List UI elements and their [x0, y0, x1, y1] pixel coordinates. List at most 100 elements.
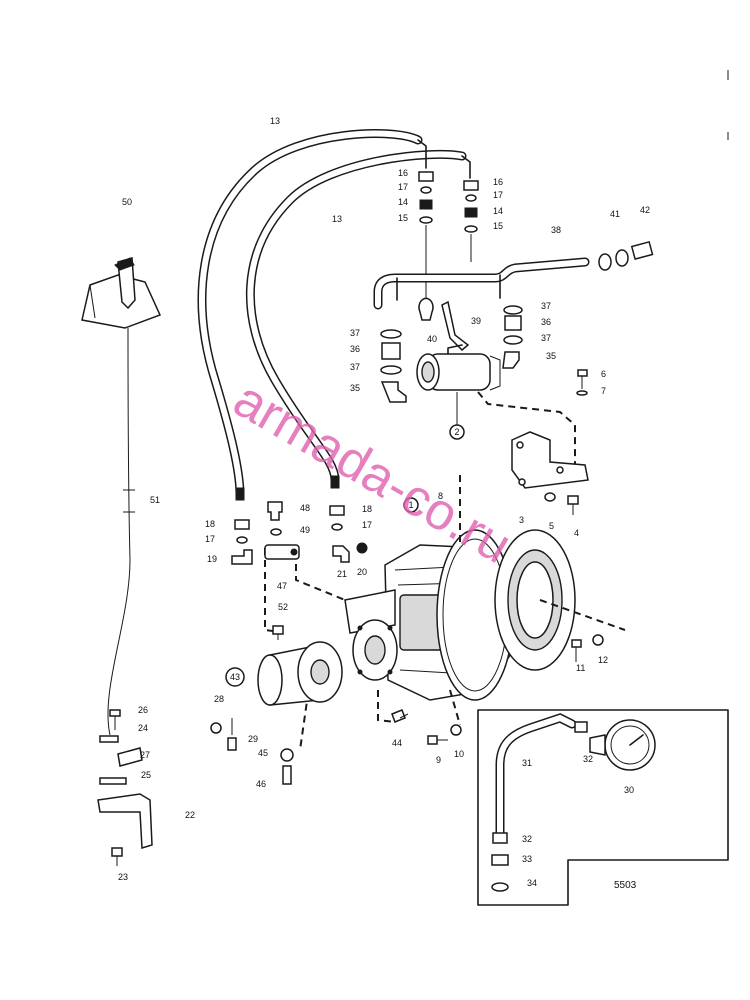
callout-c39: 39: [471, 316, 481, 326]
callout-c12: 12: [598, 655, 608, 665]
circled-ref-ring-r1: [403, 497, 419, 513]
fitting-stack-left: [418, 171, 434, 300]
callout-c20a: 20: [357, 567, 367, 577]
callout-c38: 38: [551, 225, 561, 235]
callout-c19: 19: [207, 554, 217, 564]
valve-47: [264, 501, 300, 560]
hose-fitting-left: [235, 487, 245, 501]
callout-c27: 27: [140, 750, 150, 760]
callout-c7: 7: [601, 386, 606, 396]
circled-references: 1 2 43: [225, 424, 465, 687]
flywheel-housing-8: [436, 529, 514, 701]
callout-c37b: 37: [541, 333, 551, 343]
screws-44-9-10: [391, 709, 462, 745]
callout-c30: 30: [624, 785, 634, 795]
callout-c25: 25: [141, 770, 151, 780]
callout-c46: 46: [256, 779, 266, 789]
pipe-38: [373, 257, 590, 310]
circled-ref-r2: 2: [454, 427, 459, 437]
callout-c32b: 32: [522, 834, 532, 844]
clip-40: [418, 297, 434, 321]
callout-c3: 3: [519, 515, 524, 525]
callout-c11: 11: [576, 663, 585, 673]
linkage-group: [97, 709, 153, 866]
callout-c16a: 16: [398, 168, 408, 178]
callout-c21: 21: [337, 569, 347, 579]
coupling-ring: [494, 529, 576, 671]
callout-c18a: 18: [205, 519, 215, 529]
callout-c32a: 32: [583, 754, 593, 764]
callout-c36a: 36: [541, 317, 551, 327]
hose-13-outer: [197, 129, 423, 500]
callout-c33: 33: [522, 854, 532, 864]
callout-c24: 24: [138, 723, 148, 733]
callout-c5: 5: [549, 521, 554, 531]
cover-43: [257, 641, 343, 706]
callout-c48: 48: [300, 503, 310, 513]
bolt-11-washer-12: [571, 634, 604, 662]
seal-stack-right: [502, 305, 523, 369]
dash-exchanger-bracket: [477, 391, 576, 470]
callout-c49: 49: [300, 525, 310, 535]
heat-exchanger-2: [416, 344, 501, 425]
callout-c15a: 15: [398, 213, 408, 223]
screw-6-washer-7: [576, 369, 588, 396]
callout-c14b: 14: [493, 206, 503, 216]
callout-c47: 47: [277, 581, 287, 591]
callout-c16b: 16: [493, 177, 503, 187]
bracket-39: [441, 300, 470, 352]
callout-c8: 8: [438, 491, 443, 501]
fitting-stack-right: [463, 180, 479, 262]
callout-c14a: 14: [398, 197, 408, 207]
callout-c37d: 37: [350, 362, 360, 372]
callout-c31: 31: [522, 758, 532, 768]
callout-c34: 34: [527, 878, 537, 888]
callout-c41: 41: [610, 209, 620, 219]
fitting-group-right: [329, 505, 368, 563]
fitting-group-left: [231, 519, 253, 565]
callout-c22: 22: [185, 810, 195, 820]
inset-gauge-kit: [477, 709, 729, 906]
callout-c17b: 17: [493, 190, 503, 200]
callout-c50: 50: [122, 197, 132, 207]
dash-coupling: [539, 599, 626, 631]
callout-c35b: 35: [350, 383, 360, 393]
dash-screw-44: [377, 690, 396, 723]
dash-valve-gearbox: [295, 552, 346, 601]
linkage-group-2: [210, 718, 294, 785]
callout-c17a: 17: [398, 182, 408, 192]
hose-13-outer-end: [417, 139, 427, 169]
hose-fitting-right: [330, 475, 340, 489]
hose-13-inner: [245, 149, 467, 485]
callout-c29: 29: [248, 734, 258, 744]
circled-ref-ring-r43: [225, 667, 245, 687]
callout-c10: 10: [454, 749, 464, 759]
callout-c35a: 35: [546, 351, 556, 361]
clamps-41: [598, 240, 654, 271]
callout-c28: 28: [214, 694, 224, 704]
bracket-3: [511, 431, 589, 515]
cable-51: [107, 327, 131, 736]
callout-c15b: 15: [493, 221, 503, 231]
seal-stack-left: [380, 329, 407, 403]
screw-52: [272, 625, 284, 640]
callout-c4: 4: [574, 528, 579, 538]
callout-c52: 52: [278, 602, 288, 612]
callout-c6: 6: [601, 369, 606, 379]
circled-ref-r43: 43: [230, 672, 240, 682]
circled-ref-ring-r2: [449, 424, 465, 440]
callout-c44: 44: [392, 738, 402, 748]
callout-c51: 51: [150, 495, 160, 505]
circled-ref-r1: 1: [408, 500, 413, 510]
callout-c23: 23: [118, 872, 128, 882]
dash-screw-9: [449, 689, 461, 726]
drawing-code: 5503: [614, 880, 637, 891]
callout-c17d: 17: [362, 520, 372, 530]
callout-c36b: 36: [350, 344, 360, 354]
callout-c13b: 13: [332, 214, 342, 224]
callout-c37c: 37: [350, 328, 360, 338]
callout-c9: 9: [436, 755, 441, 765]
control-lever-50: [81, 257, 162, 329]
